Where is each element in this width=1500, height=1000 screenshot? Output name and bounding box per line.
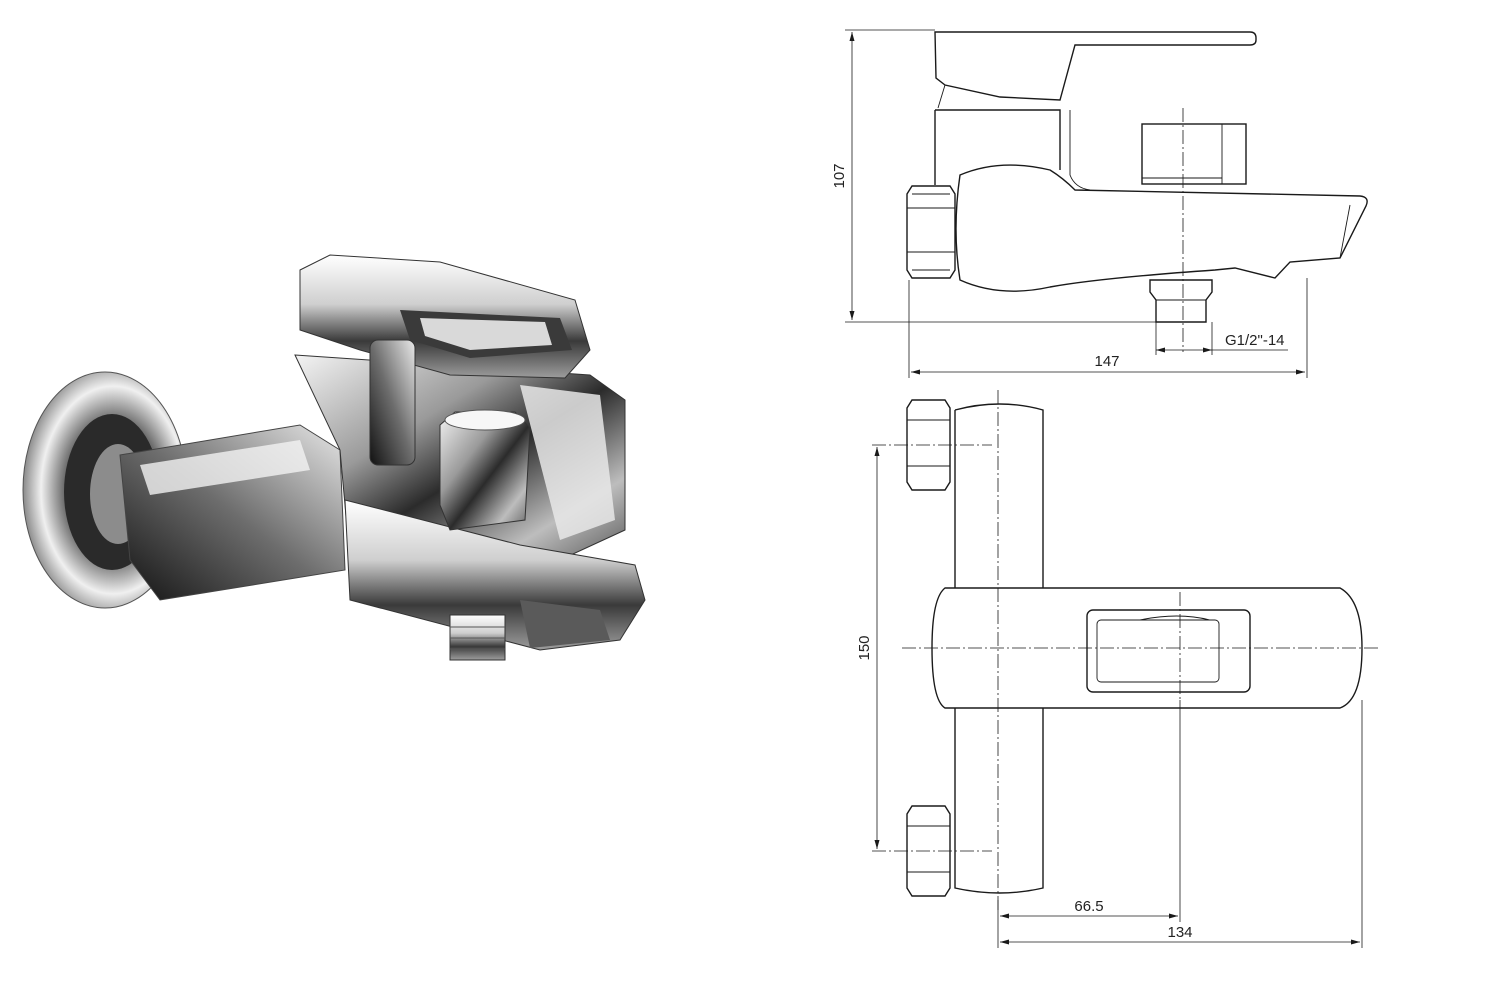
dim-top-length-label: 134: [1167, 924, 1192, 941]
bath-mixer-faucet-photo: [22, 254, 646, 661]
dim-top-spacing-label: 150: [856, 635, 873, 660]
side-view: [906, 31, 1368, 352]
dim-thread-label: G1/2"-14: [1225, 332, 1285, 349]
top-view-dimensions: 150 66.5 134: [856, 447, 1363, 948]
side-view-dimensions: 107 G1/2"-14 147: [831, 29, 1308, 378]
dim-side-length-label: 147: [1094, 353, 1119, 370]
dim-side-height-label: 107: [831, 163, 848, 188]
top-view: [872, 390, 1380, 910]
dim-top-offset-label: 66.5: [1074, 898, 1103, 915]
product-photo: [22, 254, 646, 661]
technical-drawing: 107 G1/2"-14 147: [831, 29, 1380, 948]
